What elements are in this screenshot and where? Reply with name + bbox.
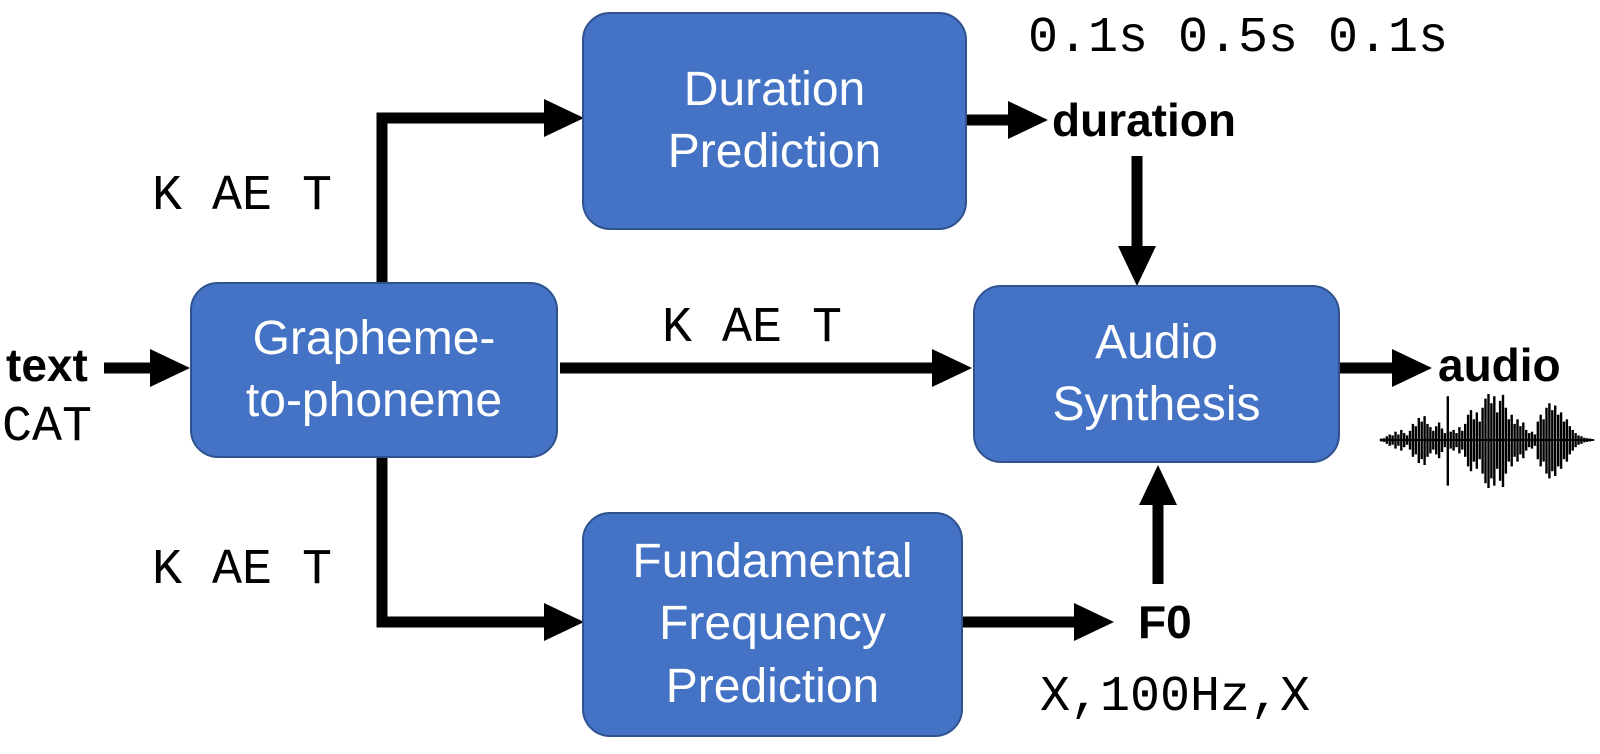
node-label-line: Synthesis bbox=[1052, 378, 1261, 431]
phonemes-bottom-label: K AE T bbox=[152, 542, 333, 599]
arrow-f0-to-audio bbox=[1139, 465, 1177, 584]
node-grapheme-to-phoneme: Grapheme- to-phoneme bbox=[190, 282, 558, 458]
f0-example-label: X,100Hz,X bbox=[1040, 669, 1311, 726]
f0-label: F0 bbox=[1138, 596, 1192, 648]
node-label-line: Grapheme- bbox=[252, 311, 496, 365]
node-label-line: Frequency bbox=[659, 597, 886, 651]
node-label-line: to-phoneme bbox=[245, 374, 503, 427]
arrow-duration-to-audio bbox=[1118, 156, 1156, 286]
node-duration-prediction: Duration Prediction bbox=[582, 12, 967, 230]
arrow-audio-out bbox=[1340, 349, 1432, 387]
arrow-g2p-to-f0 bbox=[376, 458, 584, 641]
node-label-line: Duration bbox=[683, 62, 866, 116]
node-label-line: Prediction bbox=[665, 659, 880, 713]
arrow-duration-out bbox=[967, 101, 1048, 139]
arrow-g2p-to-duration bbox=[376, 99, 584, 282]
output-label: audio bbox=[1438, 339, 1561, 391]
node-fundamental-frequency-prediction: Fundamental Frequency Prediction bbox=[582, 512, 963, 737]
arrow-text-to-g2p bbox=[104, 349, 190, 387]
node-label-line: Fundamental bbox=[632, 534, 913, 588]
node-audio-synthesis: Audio Synthesis bbox=[973, 285, 1340, 463]
duration-label: duration bbox=[1052, 94, 1236, 146]
durations-example-label: 0.1s 0.5s 0.1s bbox=[1028, 10, 1449, 67]
input-example-label: CAT bbox=[2, 399, 93, 456]
input-name-label: text bbox=[6, 339, 88, 391]
arrow-f0-out bbox=[963, 603, 1114, 641]
phonemes-top-label: K AE T bbox=[152, 168, 333, 225]
node-label-line: Audio bbox=[1095, 315, 1218, 369]
node-label-line: Prediction bbox=[667, 125, 882, 178]
arrow-g2p-to-audio bbox=[560, 349, 972, 387]
phonemes-middle-label: K AE T bbox=[662, 300, 843, 357]
audio-waveform-icon bbox=[1379, 394, 1595, 488]
audio-waveform-wrap bbox=[1378, 390, 1596, 494]
